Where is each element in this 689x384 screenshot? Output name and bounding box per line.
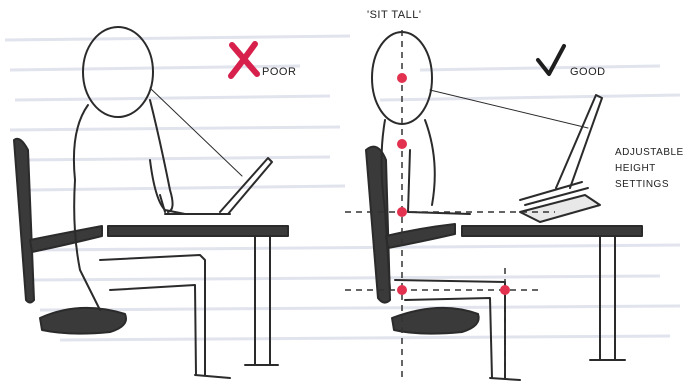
good-desk-top bbox=[462, 226, 642, 236]
posture-point-knee bbox=[500, 285, 510, 295]
posture-point-shoulder bbox=[397, 139, 407, 149]
adjustable-line-3: SETTINGS bbox=[615, 177, 684, 193]
adjustable-line-2: HEIGHT bbox=[615, 161, 684, 177]
red-x-icon bbox=[231, 44, 257, 76]
background-lines bbox=[5, 36, 680, 340]
poor-desk-top bbox=[108, 226, 288, 236]
adjustable-height-label: ADJUSTABLE HEIGHT SETTINGS bbox=[615, 145, 684, 193]
good-posture-figure bbox=[366, 32, 642, 380]
posture-point-hip bbox=[397, 285, 407, 295]
chair-back bbox=[14, 139, 34, 303]
posture-points bbox=[397, 73, 510, 295]
laptop-stand bbox=[520, 195, 600, 222]
chair-seat bbox=[40, 308, 126, 334]
chair-seat bbox=[392, 308, 479, 334]
adjustable-line-1: ADJUSTABLE bbox=[615, 145, 684, 161]
good-label: GOOD bbox=[570, 66, 606, 78]
poor-head bbox=[83, 27, 153, 117]
posture-point-elbow bbox=[397, 207, 407, 217]
poor-label: POOR bbox=[262, 66, 296, 78]
posture-point-head bbox=[397, 73, 407, 83]
poor-posture-figure bbox=[14, 27, 288, 378]
sit-tall-label: 'SIT TALL' bbox=[367, 9, 421, 21]
good-laptop-screen bbox=[556, 95, 602, 188]
check-mark-icon bbox=[538, 46, 564, 74]
